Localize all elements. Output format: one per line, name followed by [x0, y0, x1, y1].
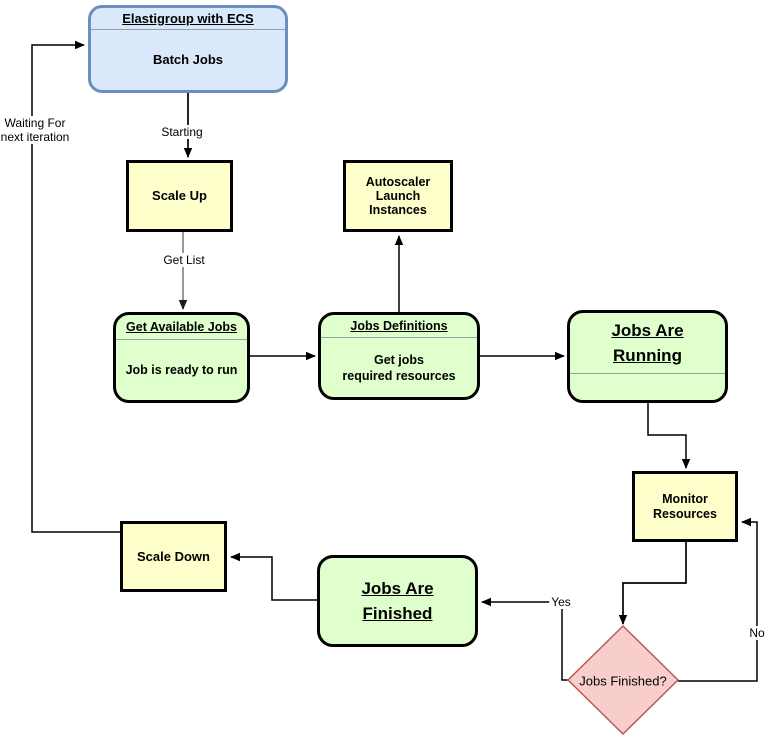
jobs-are-finished-line-1: Jobs Are: [361, 579, 434, 598]
node-jobs-are-running-title: Jobs Are Running: [570, 313, 725, 374]
decision-jobs-finished-label: Jobs Finished?: [579, 673, 667, 689]
monitor-line-1: Monitor: [662, 491, 708, 506]
jobs-are-running-line-2: Running: [613, 346, 682, 365]
edge-label-starting: Starting: [159, 125, 205, 139]
node-elastigroup-batch-jobs: Elastigroup with ECS Batch Jobs: [88, 5, 288, 93]
edge-label-no: No: [747, 626, 766, 640]
node-elastigroup-title: Elastigroup with ECS: [91, 8, 285, 30]
node-get-available-jobs: Get Available Jobs Job is ready to run: [113, 312, 250, 403]
node-autoscaler-launch-instances: Autoscaler Launch Instances: [343, 160, 453, 232]
edge-jobsfinished-to-scaledown: [230, 552, 317, 601]
autoscaler-line-1: Autoscaler: [365, 175, 431, 189]
node-jobs-are-running: Jobs Are Running: [567, 310, 728, 403]
edge-monitor-to-decision: [618, 542, 687, 625]
node-scale-up-label: Scale Up: [152, 188, 207, 203]
autoscaler-line-3: Instances: [369, 203, 427, 217]
node-get-available-jobs-body: Job is ready to run: [125, 363, 238, 377]
edge-label-waiting-for-next-iteration: Waiting For next iteration: [0, 116, 72, 144]
waiting-label-line-1: Waiting For: [4, 116, 66, 130]
jobs-definitions-body-line-2: required resources: [342, 368, 456, 383]
node-scale-up: Scale Up: [126, 160, 233, 232]
node-get-available-jobs-title: Get Available Jobs: [116, 315, 247, 340]
node-scale-down-label: Scale Down: [137, 548, 210, 564]
edge-label-get-list: Get List: [161, 253, 207, 267]
node-jobs-definitions: Jobs Definitions Get jobs required resou…: [318, 312, 480, 400]
node-jobs-are-finished: Jobs Are Finished: [317, 555, 478, 647]
jobs-definitions-body-line-1: Get jobs: [373, 352, 424, 367]
waiting-label-line-2: next iteration: [0, 130, 70, 144]
node-monitor-resources-label: Monitor Resources: [635, 474, 735, 539]
decision-diamond-shape: [567, 625, 679, 735]
node-jobs-definitions-body: Get jobs required resources: [321, 338, 477, 397]
edge-label-yes: Yes: [549, 595, 573, 609]
jobs-are-finished-line-2: Finished: [362, 604, 433, 623]
edge-jobsrunning-to-monitor: [647, 403, 691, 469]
node-jobs-are-finished-title: Jobs Are Finished: [320, 558, 475, 644]
node-autoscaler-label: Autoscaler Launch Instances: [346, 163, 450, 229]
monitor-line-2: Resources: [653, 506, 717, 521]
node-jobs-are-running-body: [570, 374, 725, 400]
node-monitor-resources: Monitor Resources: [632, 471, 738, 542]
edge-decision-yes-to-jobsfinished: [481, 597, 568, 681]
edge-scaledown-to-elastigroup: [31, 40, 120, 533]
jobs-are-running-line-1: Jobs Are: [611, 321, 684, 340]
node-jobs-definitions-title: Jobs Definitions: [321, 315, 477, 338]
node-elastigroup-body: Batch Jobs: [152, 52, 224, 67]
autoscaler-line-2: Launch: [375, 189, 421, 203]
edge-decision-no-to-monitor: [678, 517, 758, 682]
node-scale-down: Scale Down: [120, 521, 227, 592]
